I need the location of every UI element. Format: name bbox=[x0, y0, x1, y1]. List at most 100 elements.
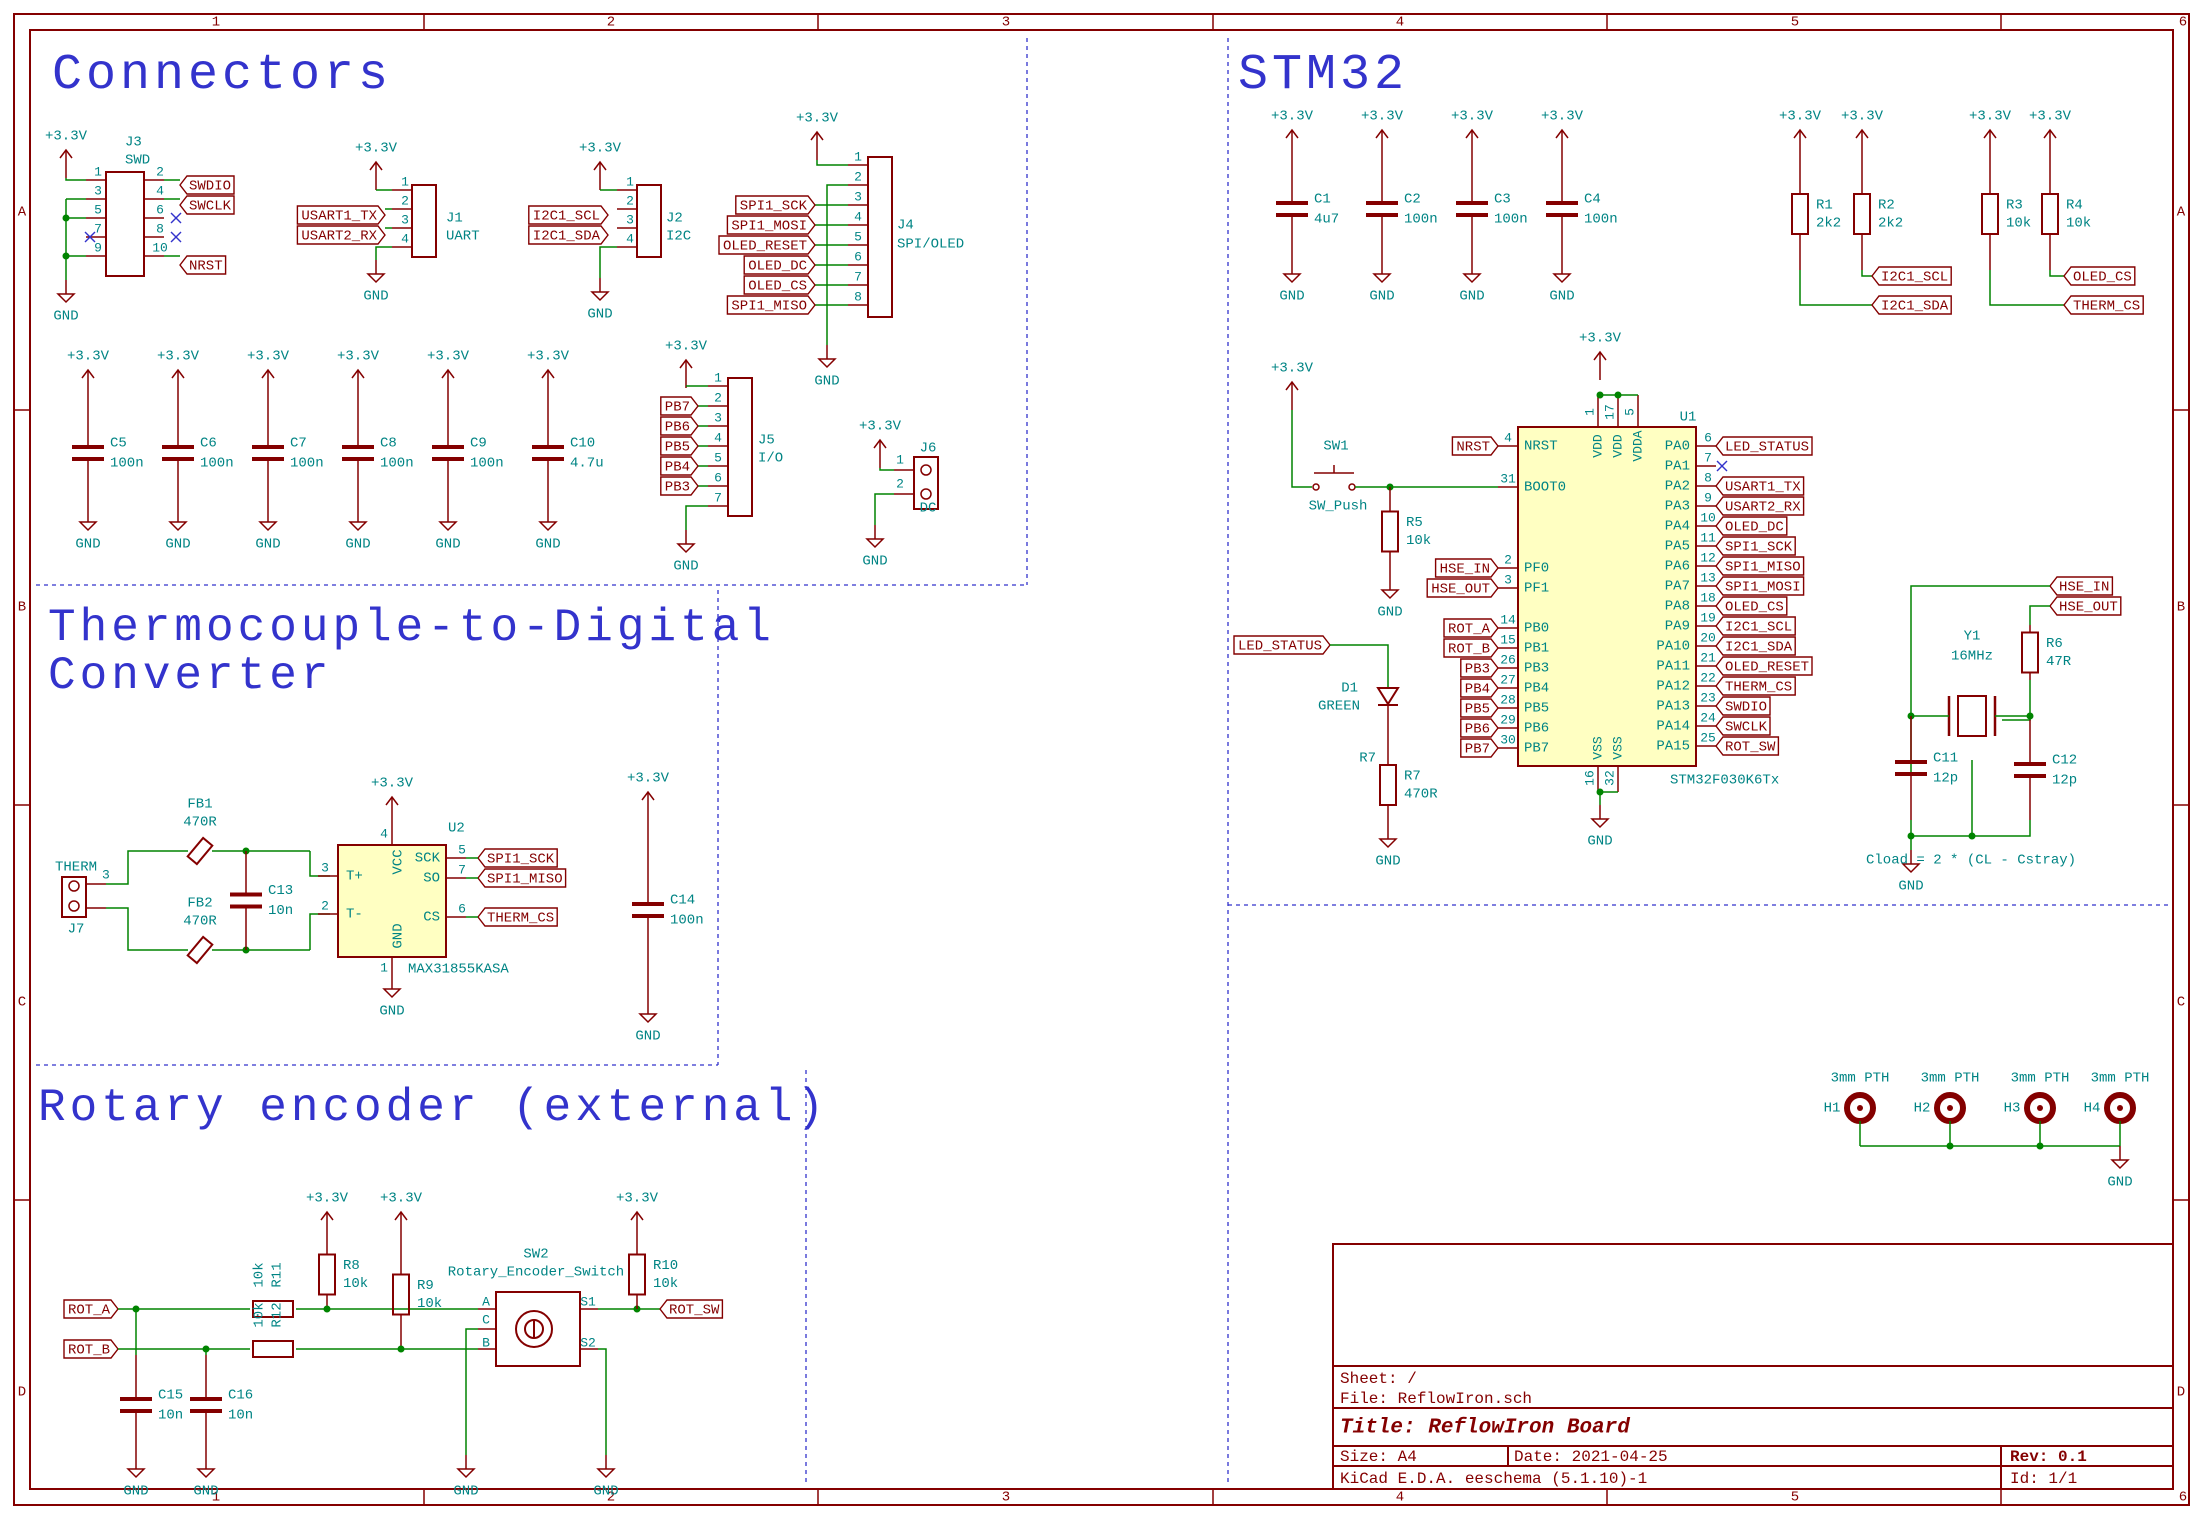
power-label: +3.3V bbox=[1841, 109, 1884, 125]
wire bbox=[375, 246, 392, 260]
gnd-label: GND bbox=[363, 289, 388, 305]
net-label-text: I2C1_SDA bbox=[1725, 640, 1793, 656]
label: 21 bbox=[1700, 650, 1716, 665]
wire bbox=[2029, 605, 2050, 625]
j1-ref: J1 bbox=[446, 211, 463, 227]
label: 14 bbox=[1500, 612, 1516, 627]
label: 2 bbox=[626, 193, 634, 208]
column-label: 1 bbox=[212, 15, 220, 31]
label: 2 bbox=[896, 476, 904, 491]
gnd-label: GND bbox=[379, 1004, 404, 1020]
gnd-symbol bbox=[1552, 273, 1572, 284]
global-net-label bbox=[660, 476, 699, 496]
gnd-symbol bbox=[366, 273, 386, 284]
cap-ref: C4 bbox=[1584, 192, 1601, 208]
column-label: 2 bbox=[607, 15, 615, 31]
label: 18 bbox=[1700, 590, 1716, 605]
res-ref: R8 bbox=[343, 1258, 360, 1274]
label: 6 bbox=[458, 901, 466, 916]
row-label: C bbox=[18, 995, 26, 1011]
power-arrow bbox=[1285, 380, 1299, 391]
label: 6 bbox=[854, 249, 862, 264]
gnd-symbol bbox=[56, 293, 76, 304]
gnd-label: GND bbox=[1587, 834, 1612, 850]
label: PA3 bbox=[1665, 499, 1690, 515]
power-arrow bbox=[1465, 128, 1479, 139]
label: VDD bbox=[1610, 434, 1625, 458]
label: 30 bbox=[1500, 732, 1516, 747]
gnd-symbol bbox=[1901, 863, 1921, 874]
label: 29 bbox=[1500, 712, 1516, 727]
d1-ref: D1 bbox=[1341, 681, 1358, 697]
power-arrow bbox=[394, 1210, 408, 1221]
label: PF0 bbox=[1524, 561, 1549, 577]
y1-value: 16MHz bbox=[1951, 649, 1993, 665]
column-label: 4 bbox=[1396, 1490, 1404, 1506]
label: PB1 bbox=[1524, 641, 1549, 657]
net-label-text: SPI1_MISO bbox=[731, 299, 807, 315]
gnd-label: GND bbox=[53, 309, 78, 325]
cap-value: 100n bbox=[1584, 212, 1618, 228]
cap-ref: C14 bbox=[670, 893, 695, 909]
gnd-label: GND bbox=[1459, 289, 1484, 305]
wire bbox=[170, 231, 182, 243]
net-label-text: THERM_CS bbox=[487, 911, 554, 927]
gnd-symbol bbox=[382, 988, 402, 999]
label: PA0 bbox=[1665, 439, 1690, 455]
label: 11 bbox=[1700, 530, 1716, 545]
power-arrow bbox=[810, 130, 824, 141]
label: 8 bbox=[1704, 470, 1712, 485]
power-label: +3.3V bbox=[1779, 109, 1822, 125]
label: PB7 bbox=[1524, 741, 1549, 757]
label: PA14 bbox=[1656, 719, 1690, 735]
junction bbox=[1614, 391, 1622, 399]
global-net-label bbox=[1715, 736, 1780, 756]
mounting-hole-center bbox=[2037, 1105, 2043, 1111]
label: 1 bbox=[896, 452, 904, 467]
net-label-text: PB7 bbox=[1465, 742, 1490, 758]
section-title: STM32 bbox=[1238, 47, 1408, 104]
label: 17 bbox=[1602, 404, 1617, 420]
global-net-label bbox=[660, 396, 699, 416]
tb-rev: Rev: 0.1 bbox=[2010, 1448, 2087, 1466]
label: CS bbox=[423, 910, 440, 926]
wire bbox=[685, 505, 708, 530]
res-ref: R4 bbox=[2066, 198, 2083, 214]
gnd-symbol bbox=[78, 521, 98, 532]
gnd-label: GND bbox=[345, 537, 370, 553]
gnd-label: GND bbox=[1377, 605, 1402, 621]
label: GND bbox=[391, 923, 407, 948]
resistor-body bbox=[252, 1300, 294, 1318]
label: 3 bbox=[714, 410, 722, 425]
junction bbox=[323, 1305, 331, 1313]
power-arrow bbox=[1793, 128, 1807, 139]
cap-ref: C5 bbox=[110, 436, 127, 452]
wire bbox=[1989, 270, 2064, 306]
label: 19 bbox=[1700, 610, 1716, 625]
power-label: +3.3V bbox=[796, 111, 839, 127]
label: 27 bbox=[1500, 672, 1516, 687]
d1-value: GREEN bbox=[1318, 699, 1360, 715]
label: 13 bbox=[1700, 570, 1716, 585]
net-label-text: ROT_B bbox=[1448, 642, 1490, 658]
res-value: 10k bbox=[2066, 216, 2091, 232]
net-label-text: PB6 bbox=[665, 420, 690, 436]
section-title: Thermocouple-to-Digital bbox=[48, 602, 775, 654]
label: 8 bbox=[156, 221, 164, 236]
net-label-text: ROT_SW bbox=[669, 1303, 720, 1319]
label: PA12 bbox=[1656, 679, 1690, 695]
net-label-text: PB4 bbox=[665, 460, 690, 476]
power-label: +3.3V bbox=[616, 1191, 659, 1207]
global-net-label bbox=[477, 907, 558, 927]
gnd-symbol bbox=[865, 538, 885, 549]
cap-ref: C7 bbox=[290, 436, 307, 452]
gnd-label: GND bbox=[1375, 854, 1400, 870]
row-label: C bbox=[2177, 995, 2185, 1011]
mounting-hole-center bbox=[1947, 1105, 1953, 1111]
global-net-label bbox=[179, 255, 227, 275]
label: 5 bbox=[1622, 408, 1637, 416]
label: 6 bbox=[156, 202, 164, 217]
net-label-text: OLED_DC bbox=[748, 259, 807, 275]
row-label: B bbox=[2177, 600, 2185, 616]
label: 26 bbox=[1500, 652, 1516, 667]
